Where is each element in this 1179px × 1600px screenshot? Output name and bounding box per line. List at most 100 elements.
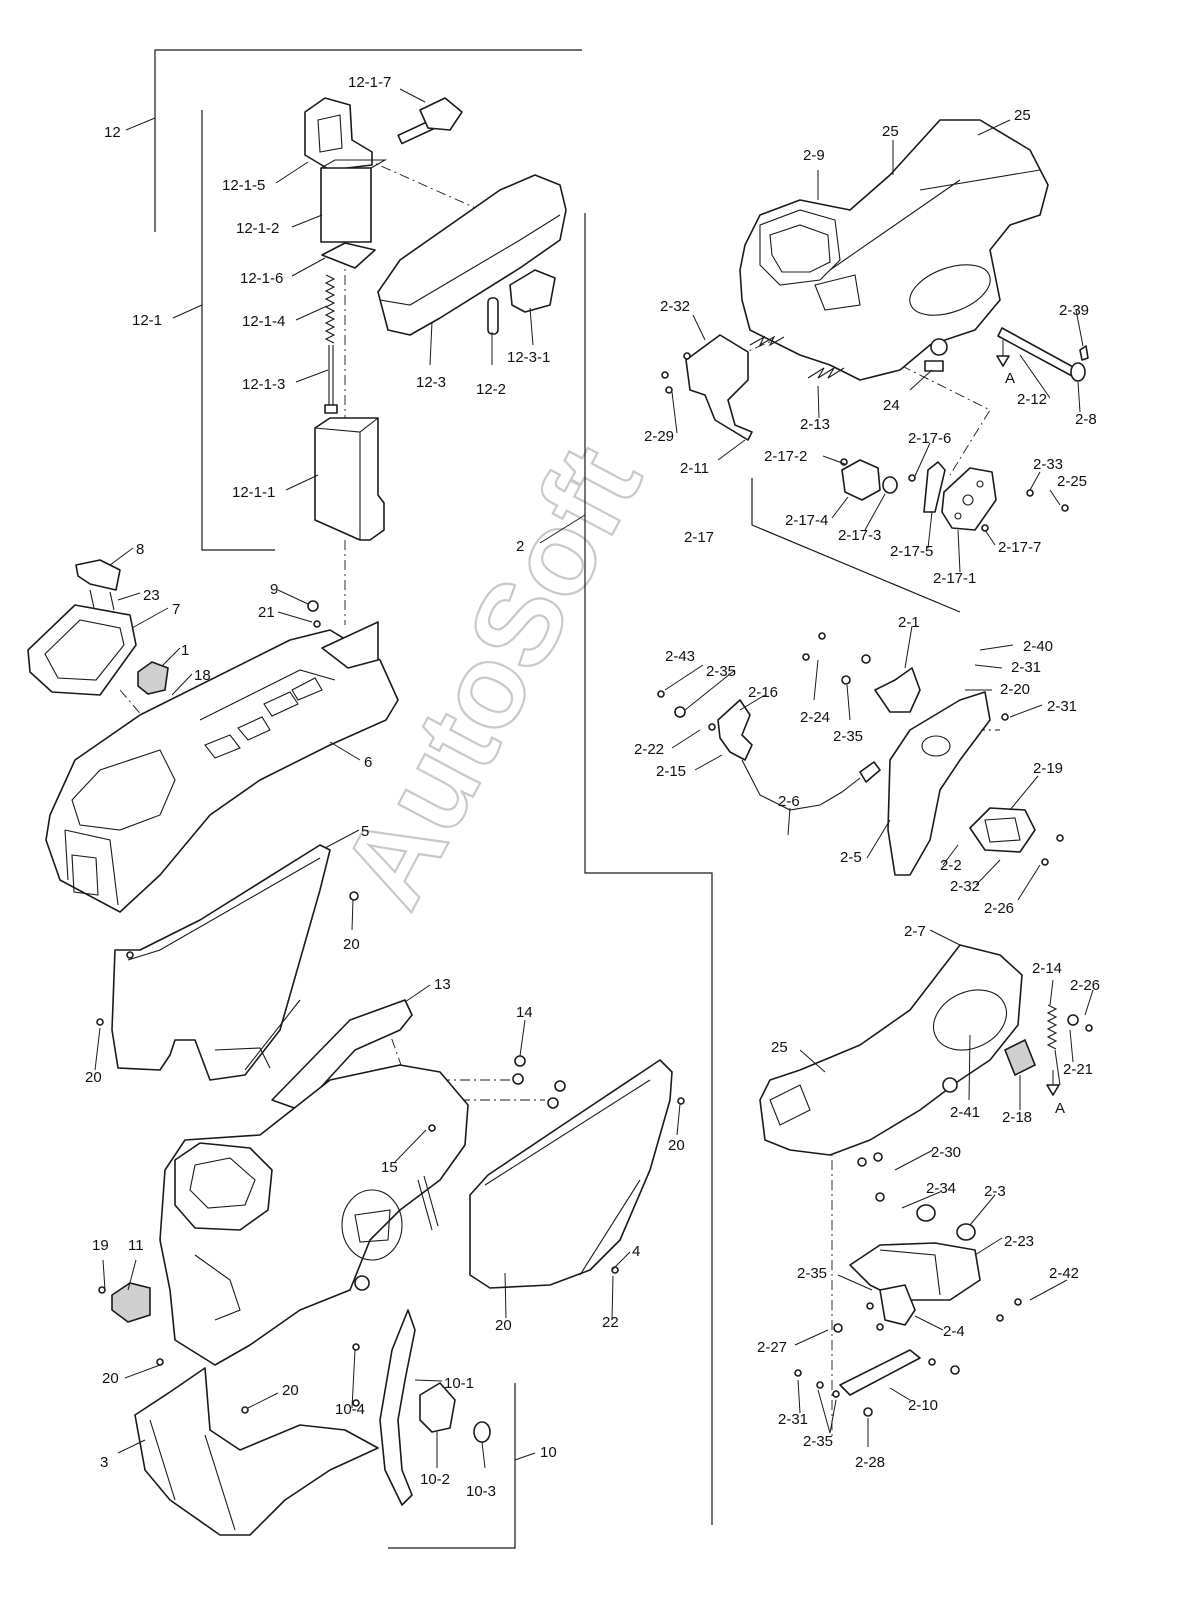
upper-right-frame bbox=[685, 119, 1089, 441]
pin-2-39 bbox=[1079, 345, 1089, 361]
label-2-2: 2-2 bbox=[940, 857, 962, 874]
label-2-31-c: 2-31 bbox=[778, 1411, 808, 1428]
side-panel-5 bbox=[111, 844, 331, 1081]
label-20-b: 20 bbox=[85, 1069, 102, 1086]
main-frame-assembly bbox=[111, 999, 469, 1366]
label-2-15: 2-15 bbox=[656, 763, 686, 780]
label-2-31-a: 2-31 bbox=[1011, 659, 1041, 676]
label-12-3: 12-3 bbox=[416, 374, 446, 391]
label-2-16: 2-16 bbox=[748, 684, 778, 701]
label-12-1: 12-1 bbox=[132, 312, 162, 329]
plate-2-17-1 bbox=[941, 467, 997, 531]
label-12-1-2: 12-1-2 bbox=[236, 220, 279, 237]
label-4: 4 bbox=[632, 1243, 640, 1260]
label-2-35-d: 2-35 bbox=[803, 1433, 833, 1450]
pedal-10-assembly bbox=[379, 1309, 491, 1506]
spring-2-14 bbox=[1046, 1004, 1058, 1050]
label-22: 22 bbox=[602, 1314, 619, 1331]
sensor-2-17-assembly bbox=[841, 459, 997, 531]
label-10-4: 10-4 bbox=[335, 1401, 365, 1418]
label-2-22: 2-22 bbox=[634, 741, 664, 758]
label-19: 19 bbox=[92, 1237, 109, 1254]
label-9: 9 bbox=[270, 581, 278, 598]
label-2-24: 2-24 bbox=[800, 709, 830, 726]
frame-2-9 bbox=[739, 119, 1049, 381]
spring-2-13 bbox=[807, 367, 845, 379]
label-2-18: 2-18 bbox=[1002, 1109, 1032, 1126]
label-2-31-b: 2-31 bbox=[1047, 698, 1077, 715]
frame-2-7 bbox=[759, 944, 1023, 1156]
plate-2-5 bbox=[887, 691, 991, 876]
mount-2-1 bbox=[874, 667, 921, 713]
label-2-35-c: 2-35 bbox=[797, 1265, 827, 1282]
label-2-33: 2-33 bbox=[1033, 456, 1063, 473]
label-5: 5 bbox=[361, 823, 369, 840]
label-11: 11 bbox=[128, 1237, 144, 1254]
label-7: 7 bbox=[172, 601, 180, 618]
bushing-2-17-3 bbox=[882, 476, 898, 494]
label-2-20: 2-20 bbox=[1000, 681, 1030, 698]
tube-12-1-2 bbox=[320, 167, 372, 243]
label-2-23: 2-23 bbox=[1004, 1233, 1034, 1250]
label-2-6: 2-6 bbox=[778, 793, 800, 810]
plate-12-1-6 bbox=[321, 242, 376, 269]
side-panel-4 bbox=[469, 1059, 673, 1289]
label-2-17-7: 2-17-7 bbox=[998, 539, 1041, 556]
label-12: 12 bbox=[104, 124, 121, 141]
lower-right-frame bbox=[759, 944, 1058, 1396]
label-2-28: 2-28 bbox=[855, 1454, 885, 1471]
sensor-body-2-17-4 bbox=[841, 459, 881, 501]
label-2-29: 2-29 bbox=[644, 428, 674, 445]
label-12-1-3: 12-1-3 bbox=[242, 376, 285, 393]
label-8: 8 bbox=[136, 541, 144, 558]
label-20-a: 20 bbox=[343, 936, 360, 953]
label-2-1: 2-1 bbox=[898, 614, 920, 631]
label-2-17-4: 2-17-4 bbox=[785, 512, 828, 529]
label-2-43: 2-43 bbox=[665, 648, 695, 665]
label-2: 2 bbox=[516, 538, 524, 555]
label-2-9: 2-9 bbox=[803, 147, 825, 164]
switch-1 bbox=[137, 661, 169, 695]
label-15: 15 bbox=[381, 1159, 398, 1176]
label-2-5: 2-5 bbox=[840, 849, 862, 866]
label-20-f: 20 bbox=[282, 1382, 299, 1399]
label-2-17: 2-17 bbox=[684, 529, 714, 546]
label-12-1-1: 12-1-1 bbox=[232, 484, 275, 501]
sensor-bracket-assembly bbox=[717, 667, 1036, 876]
label-12-1-4: 12-1-4 bbox=[242, 313, 285, 330]
label-13: 13 bbox=[434, 976, 451, 993]
label-2-17-3: 2-17-3 bbox=[838, 527, 881, 544]
label-2-40: 2-40 bbox=[1023, 638, 1053, 655]
washer-21 bbox=[313, 620, 321, 628]
label-2-26-a: 2-26 bbox=[984, 900, 1014, 917]
bracket-2-23 bbox=[849, 1242, 981, 1301]
label-2-11: 2-11 bbox=[680, 460, 709, 477]
strut-2-10 bbox=[839, 1349, 921, 1396]
pin-12-2 bbox=[487, 297, 499, 335]
console-top-assembly bbox=[27, 559, 399, 913]
label-25-b: 25 bbox=[1014, 107, 1031, 124]
column-12-1-1 bbox=[314, 417, 385, 541]
label-10: 10 bbox=[540, 1444, 557, 1461]
console-6 bbox=[45, 629, 399, 913]
label-2-39: 2-39 bbox=[1059, 302, 1089, 319]
label-20-d: 20 bbox=[495, 1317, 512, 1334]
label-10-1: 10-1 bbox=[444, 1375, 474, 1392]
label-2-27: 2-27 bbox=[757, 1339, 787, 1356]
pad-10-2 bbox=[419, 1382, 456, 1433]
label-2-32-b: 2-32 bbox=[950, 878, 980, 895]
label-20-c: 20 bbox=[668, 1137, 685, 1154]
label-1: 1 bbox=[181, 642, 189, 659]
label-25-a: 25 bbox=[882, 123, 899, 140]
direction-arrows bbox=[996, 340, 1060, 1096]
armrest-assembly bbox=[304, 97, 567, 541]
block-24 bbox=[924, 360, 944, 372]
label-2-13: 2-13 bbox=[800, 416, 830, 433]
bracket-2-15 bbox=[717, 699, 753, 761]
label-3: 3 bbox=[100, 1454, 108, 1471]
block-2-18 bbox=[1003, 1038, 1037, 1077]
label-12-2: 12-2 bbox=[476, 381, 506, 398]
handle-8 bbox=[75, 559, 121, 591]
label-21: 21 bbox=[258, 604, 275, 621]
label-2-21: 2-21 bbox=[1063, 1061, 1093, 1078]
